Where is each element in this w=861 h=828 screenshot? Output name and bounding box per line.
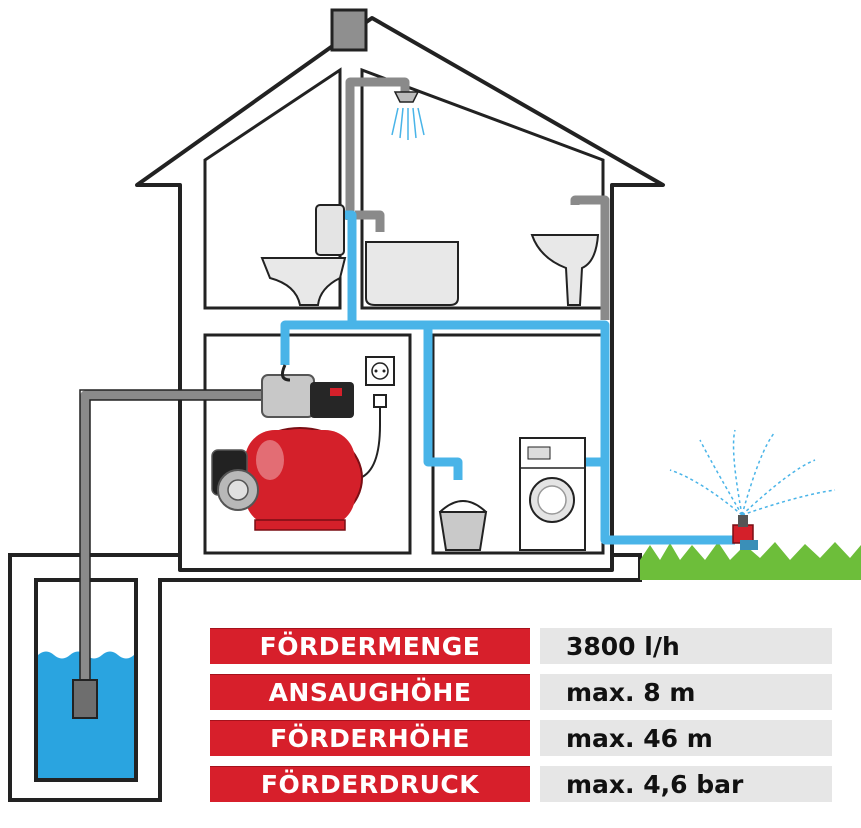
toilet-icon [260, 204, 347, 306]
spec-row: ANSAUGHÖHE max. 8 m [210, 674, 832, 710]
spec-value: max. 4,6 bar [540, 766, 832, 802]
spec-label: FÖRDERHÖHE [210, 720, 530, 756]
attic-room-left [203, 67, 342, 310]
submersible-filter-icon [72, 679, 98, 719]
spec-value: max. 46 m [540, 720, 832, 756]
spec-table: FÖRDERMENGE 3800 l/h ANSAUGHÖHE max. 8 m… [210, 628, 832, 812]
grey-pipes [80, 77, 610, 700]
washing-machine-icon [519, 437, 586, 551]
grey-pipes-outline [79, 389, 285, 700]
sink-icon [530, 234, 600, 306]
spec-row: FÖRDERHÖHE max. 46 m [210, 720, 832, 756]
pump-icon [211, 364, 363, 531]
plug-icon [359, 394, 387, 479]
shower-icon [391, 91, 425, 140]
chimney [330, 8, 368, 52]
spec-label: FÖRDERDRUCK [210, 766, 530, 802]
bucket-icon [438, 500, 488, 551]
spec-row: FÖRDERDRUCK max. 4,6 bar [210, 766, 832, 802]
spec-value: 3800 l/h [540, 628, 832, 664]
spec-label: FÖRDERMENGE [210, 628, 530, 664]
spec-row: FÖRDERMENGE 3800 l/h [210, 628, 832, 664]
bathtub-icon [365, 241, 459, 306]
sprinkler-icon [669, 429, 836, 550]
spec-value: max. 8 m [540, 674, 832, 710]
grass [640, 542, 861, 580]
spec-label: ANSAUGHÖHE [210, 674, 530, 710]
power-socket-icon [365, 356, 395, 386]
